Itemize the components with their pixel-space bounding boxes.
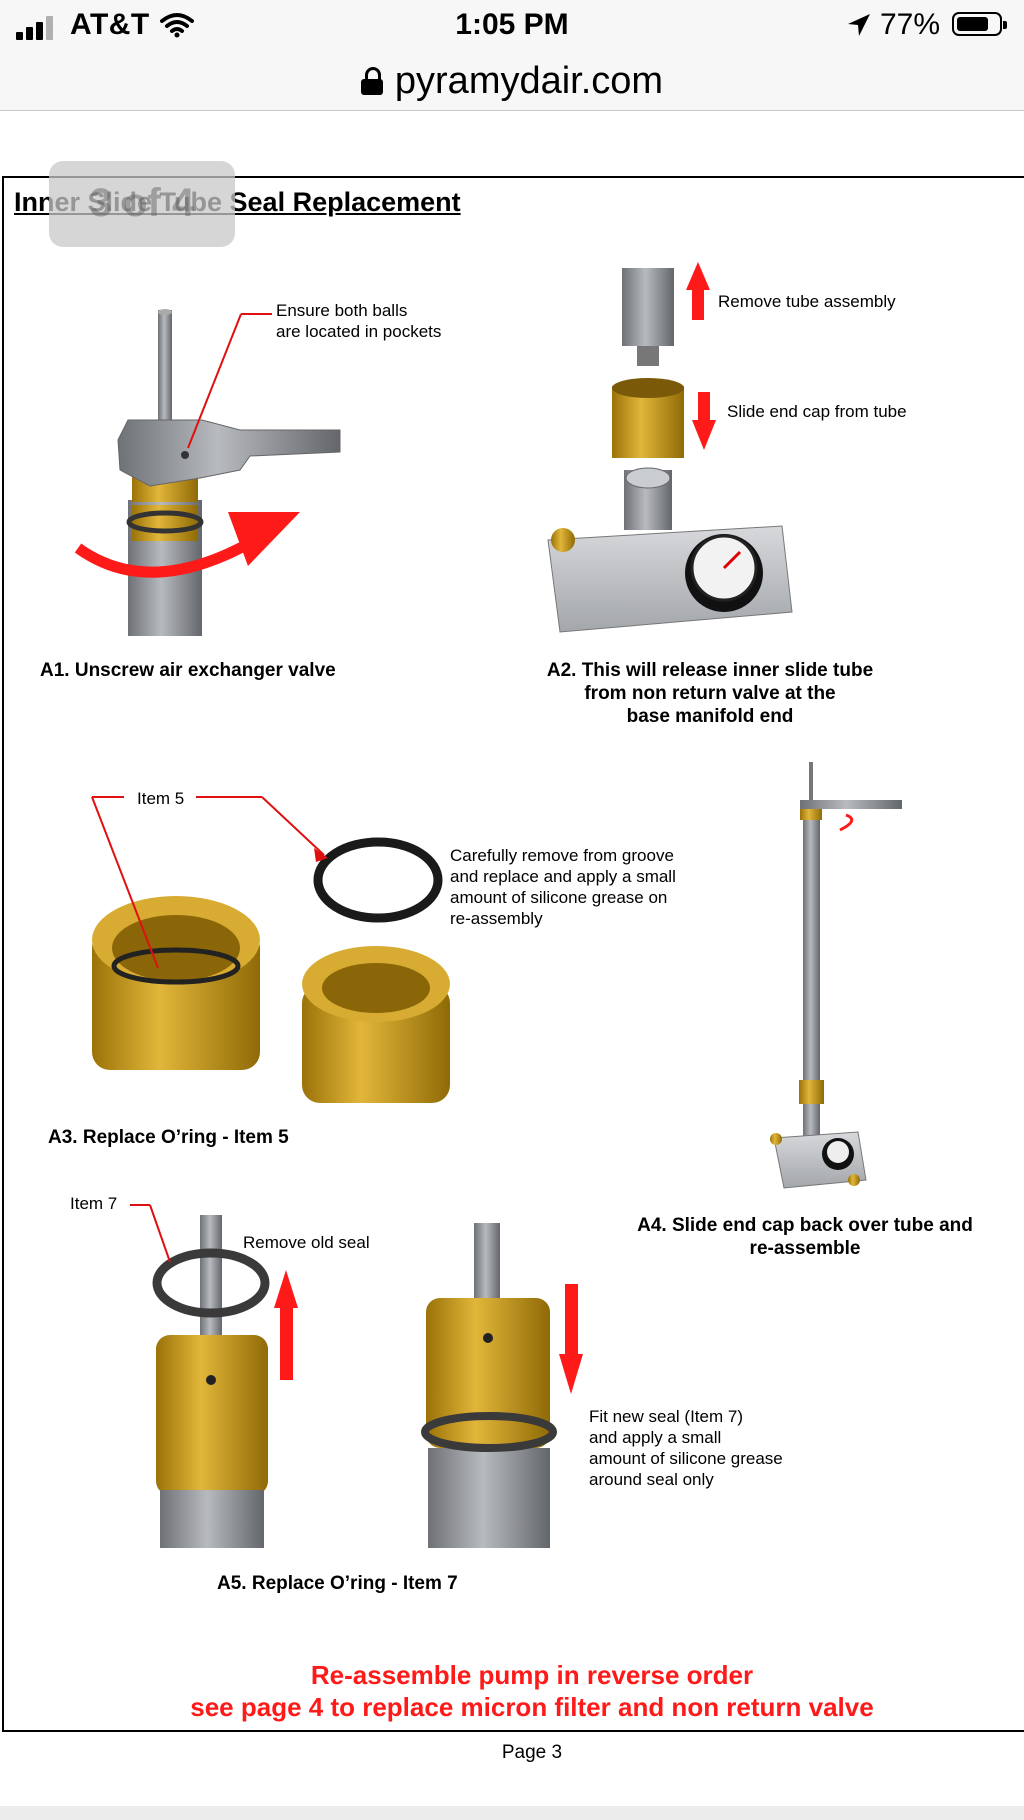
url-display[interactable]: pyramydair.com [0, 52, 1024, 110]
a3-illustration [91, 796, 450, 1103]
lock-icon [360, 67, 383, 95]
label-remove-tube: Remove tube assembly [718, 292, 896, 311]
slide-indicator: 3 of 4 [49, 161, 235, 247]
document-page [2, 176, 1024, 1732]
status-bar: AT&T 1:05 PM 77% [0, 0, 1024, 52]
a5-illustration [130, 1204, 583, 1548]
label-carefully-remove: Carefully remove from groove and replace… [450, 846, 676, 928]
label-item7: Item 7 [70, 1194, 118, 1213]
label-fit-new-seal: Fit new seal (Item 7) and apply a small … [589, 1407, 783, 1489]
label-ensure-balls: Ensure both balls are located in pockets [276, 301, 442, 341]
footer-see-page-4: see page 4 to replace micron filter and … [190, 1692, 874, 1722]
url-domain: pyramydair.com [394, 60, 664, 102]
a1-illustration [74, 309, 341, 636]
page-number: Page 3 [501, 1742, 563, 1763]
caption-a3: A3. Replace O’ring - Item 5 [48, 1127, 289, 1148]
a4-illustration [770, 762, 902, 1189]
clock-time: 1:05 PM [455, 8, 569, 41]
carrier-label: AT&T [70, 8, 150, 41]
footer-reassemble: Re-assemble pump in reverse order [310, 1660, 754, 1690]
slide-indicator-text: 3 of 4 [89, 181, 195, 225]
signal-icon [16, 16, 60, 40]
battery-percent: 77% [880, 8, 941, 41]
battery-icon [952, 12, 1007, 36]
location-arrow-icon [848, 14, 870, 36]
a2-illustration [547, 262, 793, 633]
label-slide-end-cap: Slide end cap from tube [727, 402, 907, 421]
caption-a2: A2. This will release inner slide tube f… [546, 660, 874, 727]
caption-a5: A5. Replace O’ring - Item 7 [217, 1573, 458, 1594]
caption-a4: A4. Slide end cap back over tube and re-… [637, 1215, 973, 1259]
caption-a1: A1. Unscrew air exchanger valve [40, 660, 336, 681]
url-bar[interactable]: pyramydair.com [0, 52, 1024, 111]
bottom-toolbar-edge [0, 1806, 1024, 1820]
label-remove-old-seal: Remove old seal [243, 1233, 370, 1252]
label-item5: Item 5 [137, 789, 185, 808]
wifi-icon [160, 13, 194, 38]
